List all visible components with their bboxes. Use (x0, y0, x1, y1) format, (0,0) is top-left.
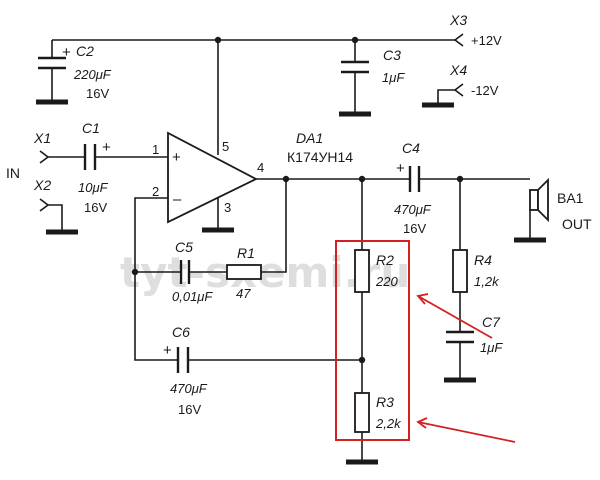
resistor-r4 (452, 249, 468, 293)
r2-value-label: 220 (375, 274, 398, 289)
c6-polarity-mark: + (163, 342, 172, 359)
capacitor-c7 (446, 330, 474, 344)
c6-ref-label: C6 (172, 324, 190, 340)
out-label: OUT (562, 216, 592, 232)
c2-value-label: 220μF (73, 67, 112, 82)
in-label: IN (6, 165, 20, 181)
connector-symbols (39, 33, 464, 212)
c4-ref-label: C4 (402, 140, 420, 156)
capacitor-c6 (176, 347, 190, 373)
c6-voltage-label: 16V (178, 402, 201, 417)
r3-ref-label: R3 (376, 394, 394, 410)
resistor-r1 (226, 264, 262, 280)
ground-symbols (36, 99, 546, 465)
pin5-label: 5 (222, 139, 229, 154)
opamp-ref-label: DA1 (296, 130, 323, 146)
c4-voltage-label: 16V (403, 221, 426, 236)
c4-value-label: 470μF (394, 202, 432, 217)
c5-value-label: 0,01μF (172, 289, 213, 304)
c7-ref-label: C7 (482, 314, 501, 330)
x1-ref-label: X1 (33, 130, 51, 146)
c5-ref-label: C5 (175, 239, 193, 255)
speaker-icon (529, 177, 549, 223)
x3-ref-label: X3 (449, 12, 467, 28)
x4-voltage-label: -12V (471, 83, 499, 98)
r3-value-label: 2,2k (375, 416, 402, 431)
c3-ref-label: C3 (383, 47, 401, 63)
c1-ref-label: C1 (82, 120, 100, 136)
opamp-triangle-icon (167, 131, 258, 224)
pin2-label: 2 (152, 184, 159, 199)
c2-ref-label: C2 (76, 43, 94, 59)
pin3-label: 3 (224, 200, 231, 215)
x1-chevron-icon (39, 150, 50, 164)
junction-dots (131, 36, 464, 364)
r2-ref-label: R2 (376, 252, 394, 268)
x3-voltage-label: +12V (471, 33, 502, 48)
x2-chevron-icon (39, 198, 50, 212)
pin4-label: 4 (257, 160, 264, 175)
resistor-r3 (354, 392, 370, 433)
c1-polarity-mark: + (102, 139, 111, 156)
speaker-ref-label: BA1 (557, 190, 584, 206)
c1-voltage-label: 16V (84, 200, 107, 215)
highlight-box (335, 240, 410, 441)
x4-ref-label: X4 (449, 62, 467, 78)
highlight-arrows (416, 293, 516, 443)
opamp-plus-mark: + (172, 149, 181, 166)
capacitor-c2 (38, 56, 66, 70)
c4-polarity-mark: + (396, 160, 405, 177)
r1-value-label: 47 (236, 286, 251, 301)
resistor-r2 (354, 249, 370, 293)
x4-chevron-icon (453, 83, 464, 97)
r1-ref-label: R1 (237, 245, 255, 261)
r4-value-label: 1,2k (474, 274, 500, 289)
r4-ref-label: R4 (474, 252, 492, 268)
c2-voltage-label: 16V (86, 86, 109, 101)
capacitor-c5 (179, 260, 191, 284)
capacitor-c1 (83, 144, 97, 170)
c2-polarity-mark: + (62, 44, 71, 61)
wires (48, 39, 531, 460)
x2-ref-label: X2 (33, 177, 51, 193)
opamp-minus-mark: – (173, 191, 182, 208)
opamp-part-label: К174УН14 (287, 149, 353, 165)
c6-value-label: 470μF (170, 381, 208, 396)
c7-value-label: 1μF (480, 340, 503, 355)
c1-value-label: 10μF (78, 180, 109, 195)
capacitor-c3 (341, 60, 369, 74)
x3-chevron-icon (453, 33, 464, 47)
capacitor-c4 (408, 166, 421, 192)
pin1-label: 1 (152, 142, 159, 157)
c3-value-label: 1μF (382, 70, 405, 85)
